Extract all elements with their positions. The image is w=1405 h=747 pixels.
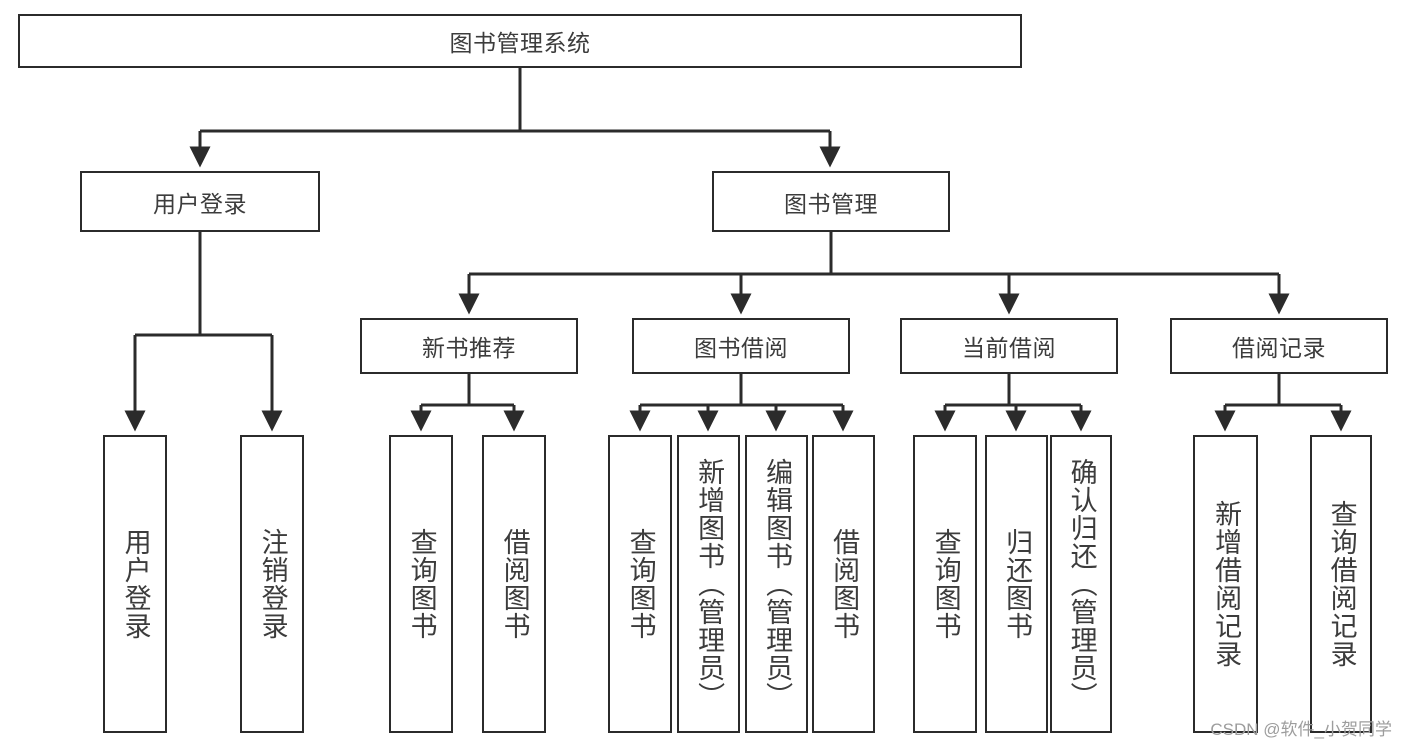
node-leaf[interactable]: 查询图书 [913,435,977,733]
node-leaf[interactable]: 编辑图书（管理员） [745,435,808,733]
node-leaf-label: 查询图书 [930,528,961,640]
node-new-book-recommend[interactable]: 新书推荐 [360,318,578,374]
node-leaf[interactable]: 查询图书 [389,435,453,733]
node-current-borrow-label: 当前借阅 [962,335,1056,361]
node-book-management-label: 图书管理 [784,190,878,217]
node-new-book-recommend-label: 新书推荐 [422,335,516,361]
node-leaf-label: 确认归还（管理员） [1066,458,1097,710]
node-leaf-label: 注销登录 [257,528,288,640]
node-leaf[interactable]: 确认归还（管理员） [1050,435,1112,733]
node-borrow-record-label: 借阅记录 [1232,335,1326,361]
node-leaf-label: 编辑图书（管理员） [762,458,793,710]
node-leaf[interactable]: 新增借阅记录 [1193,435,1258,733]
node-book-management[interactable]: 图书管理 [712,171,950,232]
node-leaf[interactable]: 新增图书（管理员） [677,435,740,733]
node-root-label: 图书管理系统 [449,30,591,56]
node-user-login[interactable]: 用户登录 [80,171,320,232]
node-leaf-label: 借阅图书 [829,528,860,640]
node-current-borrow[interactable]: 当前借阅 [900,318,1118,374]
node-leaf-label: 查询借阅记录 [1326,500,1357,668]
node-book-borrow-label: 图书借阅 [694,335,788,361]
node-leaf[interactable]: 查询借阅记录 [1310,435,1372,733]
node-root[interactable]: 图书管理系统 [18,14,1022,68]
node-leaf-label: 用户登录 [120,528,151,640]
node-user-login-label: 用户登录 [153,190,247,217]
node-leaf-label: 查询图书 [406,528,437,640]
node-leaf-label: 归还图书 [1002,528,1033,640]
node-leaf-label: 新增借阅记录 [1211,500,1242,668]
node-leaf[interactable]: 借阅图书 [812,435,875,733]
node-leaf-label: 新增图书（管理员） [694,458,725,710]
node-leaf[interactable]: 借阅图书 [482,435,546,733]
node-leaf[interactable]: 注销登录 [240,435,304,733]
node-leaf-label: 查询图书 [625,528,656,640]
node-leaf[interactable]: 查询图书 [608,435,672,733]
node-book-borrow[interactable]: 图书借阅 [632,318,850,374]
watermark: CSDN @软件_小贺同学 [1210,720,1392,739]
node-leaf[interactable]: 归还图书 [985,435,1048,733]
node-leaf-label: 借阅图书 [499,528,530,640]
node-leaf[interactable]: 用户登录 [103,435,167,733]
node-borrow-record[interactable]: 借阅记录 [1170,318,1388,374]
